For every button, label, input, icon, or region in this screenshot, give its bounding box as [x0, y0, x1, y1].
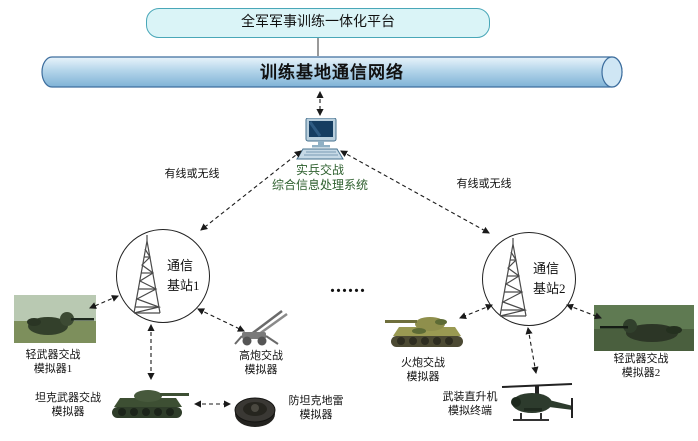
base-station-1: 通信 基站1 [116, 229, 210, 323]
processor-label: 实兵交战 综合信息处理系统 [271, 163, 368, 192]
platform-title: 全军军事训练一体化平台 [241, 15, 395, 30]
light-weapon-simulator-1-image [14, 295, 96, 343]
helicopter-simulator-image [501, 383, 573, 421]
helicopter-simulator-label: 武装直升机 模拟终端 [442, 391, 498, 417]
network-title: 训练基地通信网络 [260, 63, 404, 82]
aa-gun-simulator-image [234, 310, 288, 346]
artillery-simulator-image [385, 317, 463, 347]
antitank-mine-simulator-image [234, 397, 276, 427]
light-weapon-simulator-2-image [594, 305, 694, 351]
base-station-1-label: 通信 基站1 [167, 258, 200, 293]
light-weapon-simulator-1-label: 轻武器交战 模拟器1 [25, 349, 81, 375]
light-weapon-simulator-2-label: 轻武器交战 模拟器2 [613, 353, 669, 379]
base-station-2: 通信 基站2 [482, 232, 576, 326]
network-cylinder [41, 56, 623, 88]
platform-box: 全军军事训练一体化平台 [146, 8, 490, 38]
base-station-2-label: 通信 基站2 [533, 261, 566, 296]
tank-weapon-simulator-label: 坦克武器交战 模拟器 [35, 392, 101, 418]
antenna-tower-icon [499, 238, 528, 317]
aa-gun-simulator-label: 高炮交战 模拟器 [239, 350, 283, 376]
link-label-left: 有线或无线 [164, 168, 220, 180]
link-label-right: 有线或无线 [456, 178, 512, 190]
antitank-mine-simulator-label: 防坦克地雷 模拟器 [288, 395, 344, 421]
computer-icon [296, 118, 344, 160]
antenna-tower-icon [133, 235, 162, 314]
artillery-simulator-label: 火炮交战 模拟器 [401, 357, 445, 383]
ellipsis-dots: ...... [330, 275, 366, 297]
tank-weapon-simulator-image [112, 390, 189, 418]
